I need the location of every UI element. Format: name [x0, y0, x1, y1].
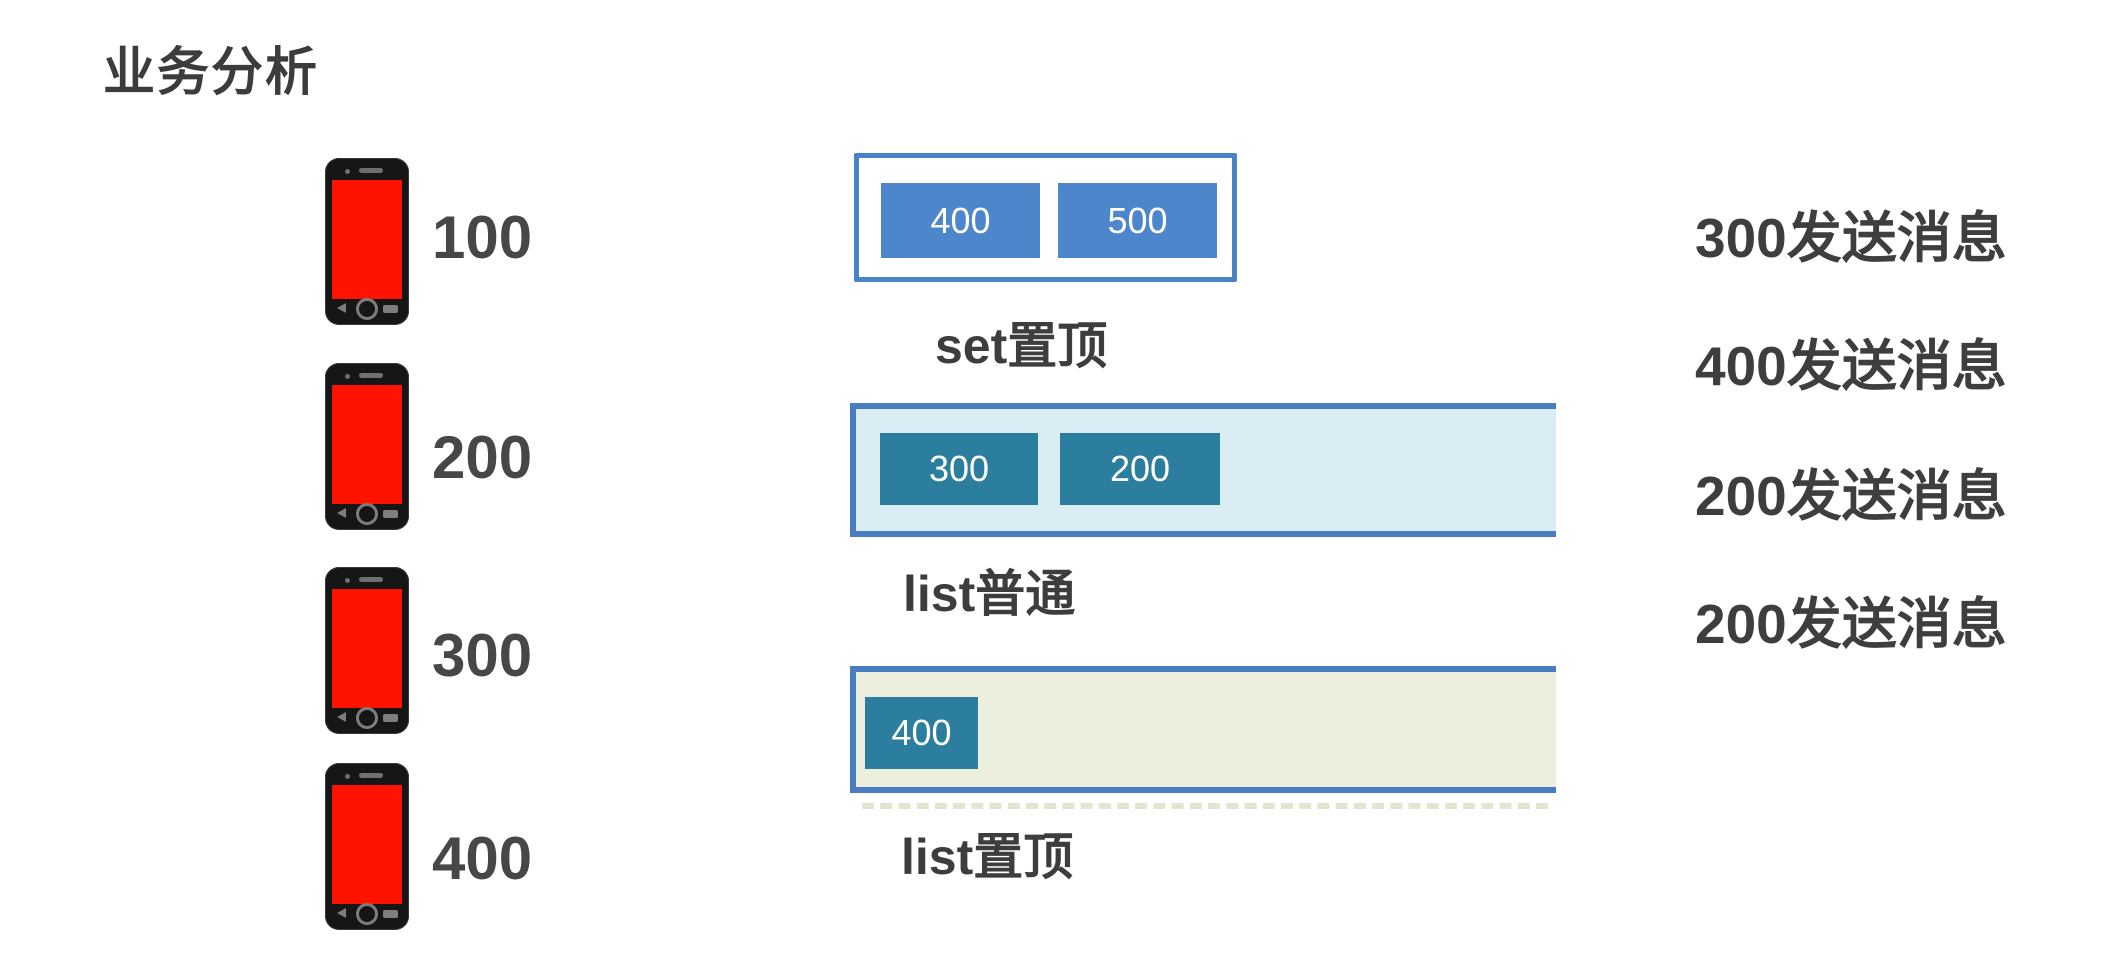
phone-screen [332, 385, 402, 504]
phone-camera-dot-icon [345, 578, 350, 583]
phone-home-button-icon [356, 707, 378, 729]
message-annotation: 200发送消息 [1695, 593, 2007, 655]
message-annotation: 200发送消息 [1695, 465, 2007, 527]
phone-menu-key-icon [383, 910, 398, 918]
phone-speaker-icon [359, 168, 383, 173]
page-title: 业务分析 [103, 44, 320, 102]
phone-screen [332, 589, 402, 708]
message-annotation: 300发送消息 [1695, 207, 2007, 269]
phone-label: 200 [432, 424, 533, 491]
phone-home-button-icon [356, 298, 378, 320]
phone-back-key-icon [337, 303, 346, 313]
phone-menu-key-icon [383, 305, 398, 313]
phone-label: 300 [432, 622, 533, 689]
phone-menu-key-icon [383, 510, 398, 518]
phone-back-key-icon [337, 908, 346, 918]
set-item: 500 [1058, 183, 1217, 258]
list-item: 200 [1060, 433, 1220, 505]
phone-speaker-icon [359, 373, 383, 378]
phone-menu-key-icon [383, 714, 398, 722]
phone-label: 400 [432, 825, 533, 892]
set-top-container: 400 500 [854, 153, 1237, 282]
phone-camera-dot-icon [345, 374, 350, 379]
phone-screen [332, 180, 402, 299]
list-top-caption: list置顶 [901, 829, 1074, 885]
phone-camera-dot-icon [345, 774, 350, 779]
phone-icon [325, 567, 409, 734]
phone-camera-dot-icon [345, 169, 350, 174]
list-top-container: 400 [850, 666, 1556, 793]
list-item: 400 [865, 697, 978, 769]
phone-back-key-icon [337, 712, 346, 722]
list-normal-caption: list普通 [903, 566, 1076, 622]
phone-icon [325, 363, 409, 530]
set-top-caption: set置顶 [935, 318, 1108, 374]
dashed-divider [862, 803, 1548, 809]
set-item: 400 [881, 183, 1040, 258]
list-item: 300 [880, 433, 1038, 505]
phone-label: 100 [432, 204, 533, 271]
phone-screen [332, 785, 402, 904]
phone-speaker-icon [359, 773, 383, 778]
phone-back-key-icon [337, 508, 346, 518]
phone-home-button-icon [356, 503, 378, 525]
message-annotation: 400发送消息 [1695, 335, 2007, 397]
phone-speaker-icon [359, 577, 383, 582]
phone-home-button-icon [356, 903, 378, 925]
phone-icon [325, 763, 409, 930]
list-normal-container: 300 200 [850, 403, 1556, 537]
phone-icon [325, 158, 409, 325]
